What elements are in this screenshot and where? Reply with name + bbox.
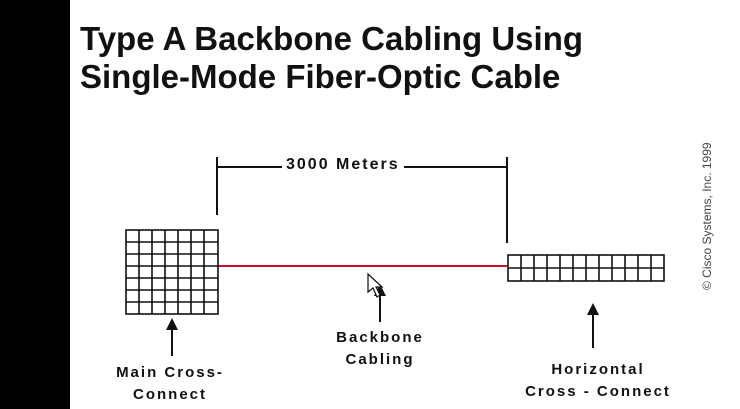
horizontal-cross-connect-grid-icon	[507, 254, 665, 282]
horizontal-cross-connect-line-1: Horizontal	[551, 361, 645, 378]
backbone-cabling-label: Backbone Cabling	[312, 327, 448, 371]
title-line-1: Type A Backbone Cabling Using	[80, 20, 584, 57]
horizontal-cross-connect-label: Horizontal Cross - Connect	[508, 359, 688, 403]
mouse-cursor-icon	[367, 272, 384, 298]
backbone-cabling-line-2: Cabling	[345, 351, 415, 368]
backbone-cabling-line-1: Backbone	[336, 329, 424, 346]
copyright-notice: © Cisco Systems, Inc. 1999	[700, 142, 714, 290]
main-cross-connect-line-1: Main Cross-	[116, 364, 224, 381]
distance-label: 3000 Meters	[282, 156, 404, 174]
title-line-2: Single-Mode Fiber-Optic Cable	[80, 58, 561, 95]
main-cross-connect-line-2: Connect	[133, 386, 207, 403]
horizontal-cross-connect-up-arrow-icon	[587, 303, 599, 348]
main-cross-connect-grid-icon	[125, 229, 219, 315]
main-cross-connect-up-arrow-icon	[166, 318, 178, 356]
main-cross-connect-label: Main Cross- Connect	[100, 362, 240, 406]
horizontal-cross-connect-line-2: Cross - Connect	[525, 383, 671, 400]
slide-title: Type A Backbone Cabling Using Single-Mod…	[80, 20, 583, 96]
left-black-bar	[0, 0, 70, 409]
